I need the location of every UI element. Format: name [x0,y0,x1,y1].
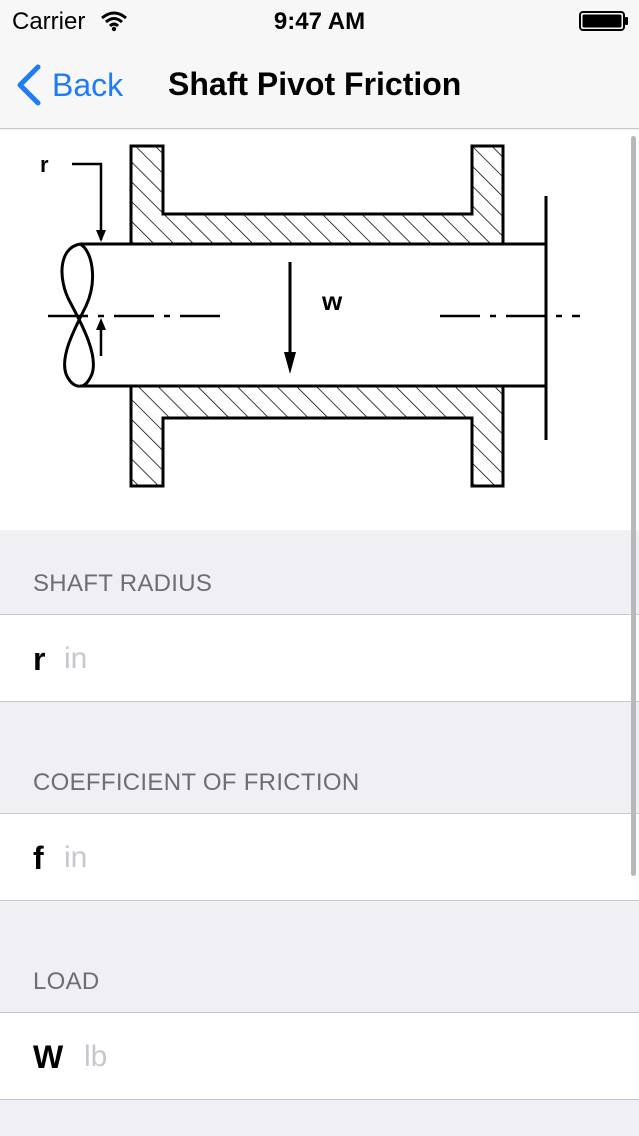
upper-housing [129,144,505,246]
shaft-radius-cell: r [0,614,639,702]
shaft-radius-input[interactable] [64,639,514,679]
section-header-shaft-radius: SHAFT RADIUS [33,570,213,597]
navigation-bar: Back Shaft Pivot Friction [0,42,639,129]
coefficient-of-friction-symbol: f [33,840,44,876]
back-button[interactable]: Back [14,62,144,108]
coefficient-of-friction-cell: f [0,813,639,901]
status-bar: Carrier 9:47 AM [0,0,639,42]
radius-label: r [40,152,49,177]
load-cell: W [0,1012,639,1100]
page-title: Shaft Pivot Friction [168,66,462,102]
battery-icon [579,11,628,31]
scroll-indicator[interactable] [631,136,636,876]
section-header-load: LOAD [33,968,100,995]
status-time: 9:47 AM [273,8,366,35]
load-symbol: W [33,1039,64,1075]
load-input[interactable] [84,1037,534,1077]
coefficient-of-friction-input[interactable] [64,838,514,878]
carrier-label: Carrier [12,8,86,35]
lower-housing [129,384,505,488]
back-label: Back [52,66,124,103]
shaft-pivot-diagram: r w [0,130,639,530]
load-label: w [321,286,343,316]
chevron-left-icon [17,64,41,106]
wifi-icon [101,11,127,32]
shaft-radius-symbol: r [33,641,46,677]
content-scroll-view[interactable]: r w SHAFT RADIUS r COEFFICIENT OF FRICTI… [0,130,639,1136]
section-header-coefficient-of-friction: COEFFICIENT OF FRICTION [33,769,360,796]
